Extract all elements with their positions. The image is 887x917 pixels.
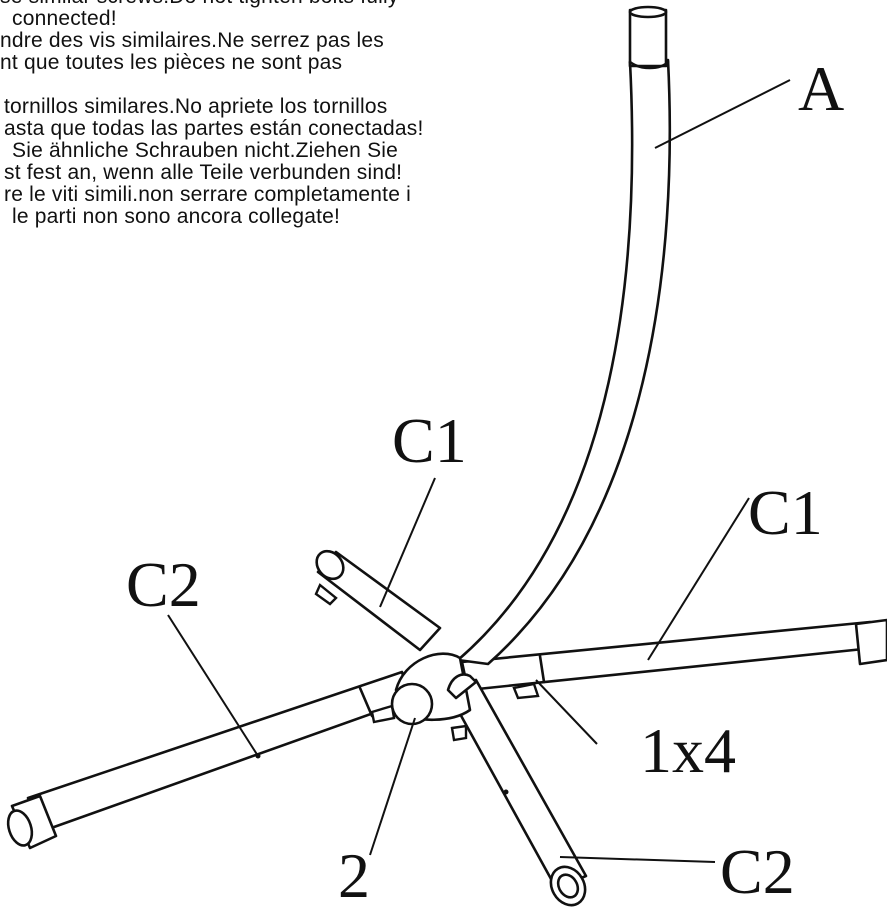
instruction-line: Sie ähnliche Schrauben nicht.Ziehen Sie: [12, 139, 399, 162]
label-screws: 1x4: [640, 715, 736, 786]
label-c2-left: C2: [126, 549, 201, 620]
leader-lines: [167, 79, 791, 863]
back-right-leg: [460, 618, 887, 700]
label-a: A: [798, 53, 844, 124]
label-c1-left: C1: [392, 405, 467, 476]
instruction-line: se similar screws.Do not tighten bolts f…: [0, 0, 600, 8]
back-left-leg: [314, 549, 442, 652]
instruction-line: le parti non sono ancora collegate!: [12, 205, 341, 228]
instruction-line: re le viti simili.non serrare completame…: [4, 183, 411, 206]
instruction-line: st fest an, wenn alle Teile verbunden si…: [4, 161, 403, 184]
label-hub: 2: [338, 840, 370, 911]
instruction-line: connected!: [12, 7, 117, 30]
instruction-text: se similar screws.Do not tighten bolts f…: [0, 0, 600, 228]
instruction-line: nt que toutes les pièces ne sont pas: [0, 51, 343, 74]
instruction-line: ndre des vis similaires.Ne serrez pas le…: [0, 29, 384, 52]
instruction-line: tornillos similares.No apriete los torni…: [4, 95, 388, 118]
front-left-leg: [6, 670, 412, 850]
curved-pole: [456, 5, 672, 666]
label-c1-right: C1: [748, 477, 823, 548]
instruction-line: asta que todas las partes están conectad…: [4, 117, 424, 140]
label-c2-right: C2: [720, 836, 795, 907]
